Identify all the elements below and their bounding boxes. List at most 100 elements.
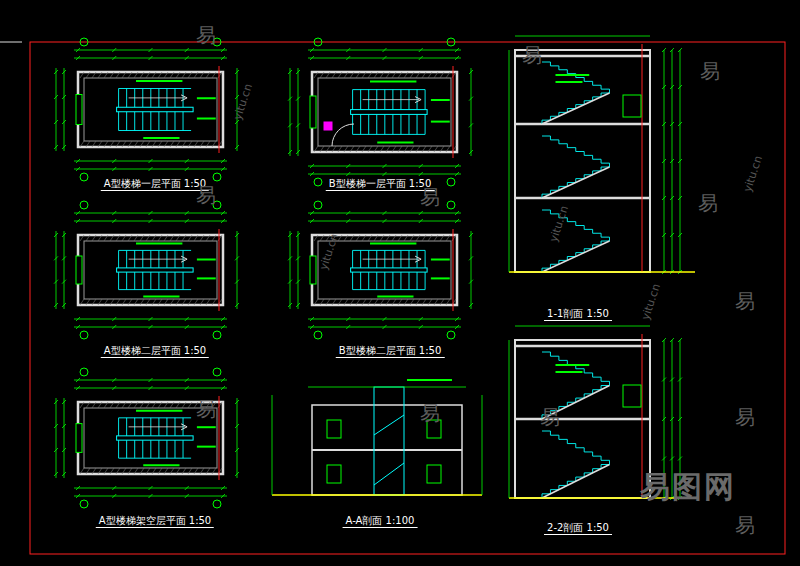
dimension-tick: [54, 70, 58, 74]
dimension-tick: [54, 303, 58, 307]
wall-hatch: [206, 141, 210, 147]
wall-hatch: [422, 299, 426, 305]
wall-hatch: [416, 146, 420, 152]
watermark: 易: [196, 398, 216, 420]
dimension-tick: [670, 159, 674, 163]
wall-hatch: [152, 235, 156, 241]
dimension-tick: [76, 211, 80, 215]
wall-hatch: [152, 141, 156, 147]
dimension-tick: [288, 70, 292, 74]
dimension-tick: [62, 400, 66, 404]
dimension-tick: [221, 494, 225, 498]
dimension-tick: [288, 256, 292, 260]
wall-hatch: [344, 72, 348, 78]
walk-arrowhead: [181, 424, 187, 430]
dimension-tick: [149, 386, 153, 390]
wall-hatch: [422, 146, 426, 152]
dimension-tick: [235, 303, 239, 307]
dimension-tick: [185, 211, 189, 215]
stair-flight: [374, 415, 404, 435]
dimension-tick: [346, 211, 350, 215]
wall-hatch: [374, 72, 378, 78]
stair-tread: [150, 272, 151, 290]
wall-hatch: [146, 72, 150, 78]
stair-edge: [119, 130, 192, 131]
dimension-tick: [670, 417, 674, 421]
handrail: [351, 268, 428, 272]
dimension-tick: [76, 325, 80, 329]
note-stub: [197, 446, 216, 448]
wall-hatch: [356, 146, 360, 152]
wall-hatch: [158, 299, 162, 305]
wall-hatch: [350, 72, 354, 78]
wall-hatch: [206, 468, 210, 474]
wall-hatch: [140, 402, 144, 408]
watermark: yitu.cn: [548, 204, 571, 243]
dimension-tick: [185, 167, 189, 171]
dimension-tick: [455, 56, 459, 60]
dimension-tick: [76, 48, 80, 52]
wall-hatch: [314, 299, 318, 305]
dimension-line: [471, 231, 472, 309]
stair-tread: [142, 272, 143, 290]
wall-hatch: [404, 299, 408, 305]
walk-arrow: [363, 259, 420, 260]
axis-bubble: [314, 178, 322, 186]
dimension-tick: [76, 486, 80, 490]
dimension-tick: [54, 448, 58, 452]
dimension-tick: [185, 56, 189, 60]
wall-hatch: [188, 141, 192, 147]
dimension-tick: [419, 56, 423, 60]
stair-tread: [158, 112, 159, 131]
watermark: 易: [735, 290, 755, 312]
walk-arrow: [129, 426, 186, 427]
dimension-tick: [185, 386, 189, 390]
wall-hatch: [392, 146, 396, 152]
stair-tread: [183, 440, 184, 458]
stair-tread: [118, 250, 119, 268]
note-stub: [197, 259, 216, 261]
dimension-tick: [346, 219, 350, 223]
dimension-tick: [469, 280, 473, 284]
wall-hatch: [116, 402, 120, 408]
stair-tread: [118, 272, 119, 290]
wall-hatch: [134, 235, 138, 241]
dimension-tick: [346, 317, 350, 321]
wall-hatch: [194, 299, 198, 305]
wall-hatch: [398, 299, 402, 305]
wall-hatch: [440, 72, 444, 78]
wall-hatch: [80, 402, 84, 408]
wall-inner: [84, 78, 217, 141]
stair-tread: [425, 114, 426, 134]
frame-tick: [0, 42, 22, 43]
wall-hatch: [164, 72, 168, 78]
dimension-tick: [678, 48, 682, 52]
dimension-tick: [62, 95, 66, 99]
wall-hatch: [392, 235, 396, 241]
dimension-tick: [383, 211, 387, 215]
wall-hatch: [386, 235, 390, 241]
wall-hatch: [104, 72, 108, 78]
dimension-tick: [54, 233, 58, 237]
note-stub: [556, 81, 583, 83]
dimension-line: [290, 68, 291, 156]
wall-hatch: [122, 72, 126, 78]
dimension-line: [56, 231, 57, 309]
wall-hatch: [80, 72, 84, 78]
dimension-tick: [185, 159, 189, 163]
wall-hatch: [374, 299, 378, 305]
dimension-tick: [670, 338, 674, 342]
dimension-tick: [185, 48, 189, 52]
wall-hatch: [98, 141, 102, 147]
stair-tread: [118, 112, 119, 131]
wall-hatch: [182, 235, 186, 241]
dimension-tick: [149, 159, 153, 163]
stair-tread: [126, 272, 127, 290]
dimension-tick: [54, 400, 58, 404]
wall-hatch: [212, 299, 216, 305]
wall-hatch: [110, 72, 114, 78]
dimension-tick: [76, 167, 80, 171]
wall-hatch: [128, 402, 132, 408]
wall-hatch: [170, 235, 174, 241]
dimension-tick: [112, 219, 116, 223]
